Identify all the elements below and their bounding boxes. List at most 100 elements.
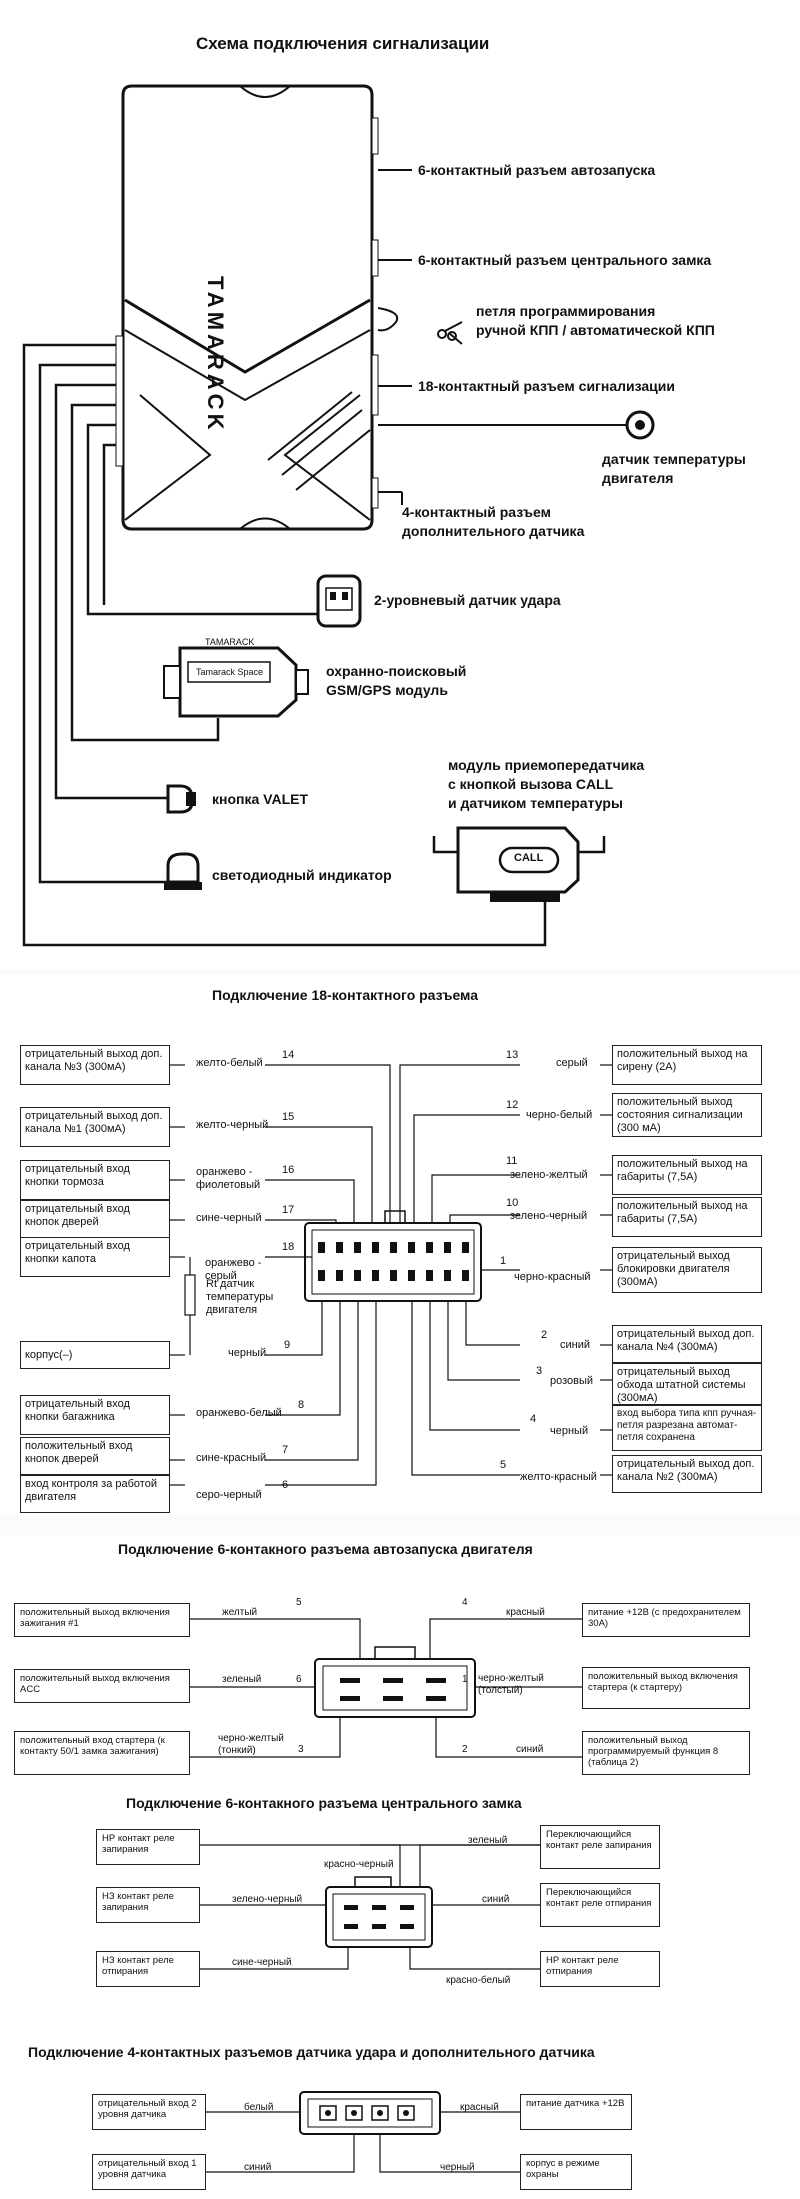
connector-4pin (299, 2091, 441, 2135)
label-transceiver-3: и датчиком температуры (448, 795, 623, 811)
shock-wire-color-2: синий (244, 2162, 272, 2173)
label-shock-sensor: 2-уровневый датчик удара (374, 592, 561, 608)
lock-left-box-1: НР контакт реле запирания (96, 1829, 200, 1865)
right-box-8: вход выбора типа кпп ручная-петля разрез… (612, 1405, 762, 1451)
shock-wire-color-1: белый (244, 2102, 274, 2113)
label-programming-loop-2: ручной КПП / автоматической КПП (476, 322, 715, 338)
right-box-2: положительный выход состояния сигнализац… (612, 1093, 762, 1137)
valet-button-icon (166, 784, 196, 814)
wire-color-18: оранжево - серый (205, 1257, 262, 1282)
shock-wire-color-4: черный (440, 2162, 475, 2173)
lock-left-box-2: НЗ контакт реле запирания (96, 1887, 200, 1923)
wire-color-11: зелено-желтый (510, 1169, 588, 1181)
wire-num-18: 18 (282, 1241, 295, 1253)
wire-num-10: 10 (506, 1197, 519, 1209)
label-valet-button: кнопка VALET (212, 791, 309, 807)
left-box-5: отрицательный вход кнопки капота (20, 1237, 170, 1277)
label-led-indicator: светодиодный индикатор (212, 867, 392, 883)
wire-color-10: зелено-черный (510, 1210, 588, 1222)
wire-color-13: серый (556, 1057, 588, 1069)
wire-color-16: оранжево - фиолетовый (196, 1166, 261, 1191)
left-box-4: отрицательный вход кнопок дверей (20, 1200, 170, 1240)
lock-left-box-3: НЗ контакт реле отпирания (96, 1951, 200, 1987)
label-gsm-2: GSM/GPS модуль (326, 682, 448, 698)
wire-color-4: черный (550, 1425, 589, 1437)
wire-num-13: 13 (506, 1049, 519, 1061)
section-title-central-lock: Подключение 6-контакного разъема централ… (126, 1795, 522, 1811)
autostart-wire-color-3: черно-желтый (тонкий) (218, 1733, 284, 1756)
brand-logo: TAMARACK (203, 276, 228, 434)
label-transceiver-1: модуль приемопередатчика (448, 757, 645, 773)
section-title-autostart: Подключение 6-контакного разъема автозап… (118, 1541, 533, 1557)
label-aux-connector-1: 4-контактный разъем (402, 504, 551, 520)
label-central-lock-connector: 6-контактный разъем центрального замка (418, 252, 712, 268)
lock-wire-color-5: сине-черный (232, 1957, 292, 1968)
led-indicator-icon (164, 852, 202, 890)
wire-color-3: розовый (550, 1375, 594, 1387)
rt-label: Rt датчик температуры двигателя (206, 1278, 274, 1316)
left-box-3: отрицательный вход кнопки тормоза (20, 1160, 170, 1200)
alarm-main-unit (115, 84, 379, 531)
left-box-2: отрицательный выход доп. канала №1 (300м… (20, 1107, 170, 1147)
lock-wire-color-6: красно-белый (446, 1975, 511, 1986)
gsm-module-name: Tamarack Space (196, 667, 264, 677)
autostart-wire-color-2: синий (516, 1744, 544, 1755)
autostart-connector-drawing (190, 1618, 610, 1758)
autostart-left-box-3: положительный вход стартера (к контакту … (14, 1731, 190, 1775)
wire-num-8: 8 (298, 1399, 305, 1411)
wire-num-1: 1 (500, 1255, 507, 1267)
shock-right-box-1: питание датчика +12В (520, 2094, 632, 2130)
label-temp-sensor-2: двигателя (602, 470, 674, 486)
autostart-right-box-3: положительный выход программируемый функ… (582, 1731, 750, 1775)
autostart-left-box-2: положительный выход включения ACC (14, 1669, 190, 1703)
wire-color-7: сине-красный (196, 1452, 267, 1464)
section-title-shock-sensor: Подключение 4-контактных разъемов датчик… (28, 2044, 595, 2060)
engine-temperature-sensor-icon (625, 410, 655, 440)
connector-18pin-drawing (170, 1064, 612, 1486)
label-18pin-connector: 18-контактный разъем сигнализации (418, 378, 675, 394)
central-lock-drawing (200, 1844, 540, 1970)
autostart-wire-color-6: зеленый (222, 1674, 262, 1685)
wire-color-12: черно-белый (526, 1109, 593, 1121)
wire-color-1: черно-красный (514, 1271, 591, 1283)
harness-wires (22, 343, 547, 947)
left-box-9: вход контроля за работой двигателя (20, 1475, 170, 1513)
connector-6pin-autostart (314, 1646, 476, 1718)
shock-wire-color-3: красный (460, 2102, 499, 2113)
wire-num-11: 11 (506, 1155, 518, 1167)
lock-wire-color-2: зеленый (468, 1835, 508, 1846)
left-box-6: корпус(–) (20, 1341, 170, 1369)
shock-sensor-connector-section: Подключение 4-контактных разъемов датчик… (0, 2030, 800, 2199)
transceiver-module-icon (432, 826, 606, 902)
autostart-right-box-2: положительный выход включения стартера (… (582, 1667, 750, 1709)
wire-color-14: желто-белый (196, 1057, 263, 1069)
shock-left-box-2: отрицательный вход 1 уровня датчика (92, 2154, 206, 2190)
left-box-7: отрицательный вход кнопки багажника (20, 1395, 170, 1435)
wire-num-17: 17 (282, 1204, 295, 1216)
autostart-wire-color-4: красный (506, 1607, 545, 1618)
wire-num-2: 2 (541, 1329, 548, 1341)
label-aux-connector-2: дополнительного датчика (402, 523, 585, 539)
autostart-wire-color-1: черно-желтый (толстый) (478, 1673, 544, 1696)
alarm-wiring-scheme: Схема подключения сигнализации TAMARACK … (0, 0, 800, 970)
autostart-wire-num-3: 3 (298, 1744, 304, 1755)
left-box-8: положительный вход кнопок дверей (20, 1437, 170, 1475)
autostart-wire-color-5: желтый (222, 1607, 258, 1618)
autostart-left-box-1: положительный выход включения зажигания … (14, 1603, 190, 1637)
connector-18pin-section: Подключение 18-контактного разъема (0, 975, 800, 1515)
lock-wire-color-4: синий (482, 1894, 510, 1905)
right-box-1: положительный выход на сирену (2А) (612, 1045, 762, 1085)
wire-color-8: оранжево-белый (196, 1407, 282, 1419)
connector-6pin-central-lock (325, 1876, 433, 1948)
wire-num-12: 12 (506, 1099, 519, 1111)
connector-18pin (304, 1210, 482, 1302)
autostart-wire-num-5: 5 (296, 1597, 302, 1608)
shock-right-box-2: корпус в режиме охраны (520, 2154, 632, 2190)
central-lock-connector-section: Подключение 6-контакного разъема централ… (0, 1785, 800, 2030)
right-box-6: отрицательный выход доп. канала №4 (300м… (612, 1325, 762, 1363)
right-box-4: положительный выход на габариты (7,5А) (612, 1197, 762, 1237)
wires-central-lock (200, 1844, 540, 1970)
lock-wire-color-1: красно-черный (324, 1859, 394, 1870)
call-button-label: CALL (514, 852, 544, 864)
wire-num-4: 4 (530, 1413, 537, 1425)
